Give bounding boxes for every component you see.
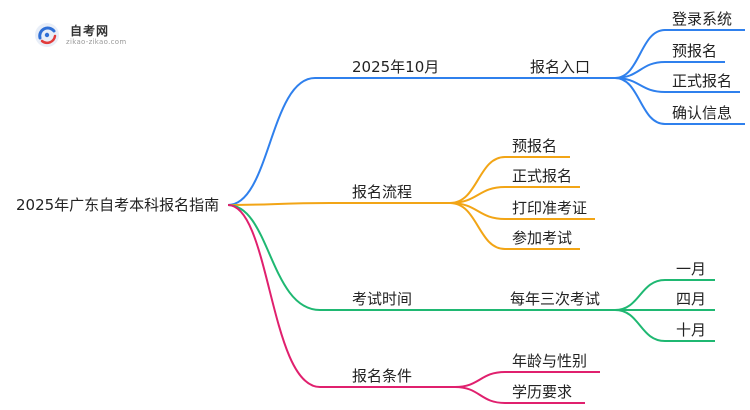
leaf-age-and-gender: 年龄与性别 [512,352,588,370]
branch-node-exam-time: 考试时间 [352,290,413,308]
connector-b2-l4 [449,202,506,250]
connector-b4-l2 [454,386,506,404]
root-node: 2025年广东自考本科报名指南 [16,196,220,214]
connector-b3-l3 [614,309,666,342]
connector-b1-l4 [614,77,666,125]
connector-root-b4 [227,204,321,388]
logo-title: 自考网 [70,24,110,38]
leaf-formal-registration: 正式报名 [672,72,733,90]
leaf-take-exam: 参加考试 [512,229,573,247]
leaf-october: 十月 [676,321,707,339]
connector-root-b2 [227,202,331,206]
connector-root-b3 [227,204,321,311]
connector-root-b1 [227,77,316,206]
branch-node-registration-conditions: 报名条件 [352,367,413,385]
leaf-print-admission-ticket: 打印准考证 [512,199,588,217]
connector-b2-l1 [449,156,506,204]
leaf-confirm-info: 确认信息 [672,104,733,122]
leaf-process-formal-registration: 正式报名 [512,167,573,185]
branch-node-2025-10: 2025年10月 [352,58,440,76]
logo-subtitle: zikao-zikao.com [66,38,127,46]
connector-b4-l1 [454,371,506,388]
leaf-pre-registration: 预报名 [672,42,718,60]
leaf-login-system: 登录系统 [672,10,733,28]
branch-node-registration-process: 报名流程 [352,183,413,201]
connector-b3-l1 [614,279,666,311]
sub-node-three-exams-yearly: 每年三次考试 [510,290,601,308]
leaf-april: 四月 [676,290,707,308]
sub-node-registration-entry: 报名入口 [530,58,591,76]
leaf-january: 一月 [676,260,707,278]
logo-mark-icon [35,23,59,47]
leaf-process-pre-registration: 预报名 [512,137,558,155]
site-logo[interactable]: 自考网 zikao-zikao.com [34,20,144,50]
leaf-education-requirement: 学历要求 [512,383,573,401]
